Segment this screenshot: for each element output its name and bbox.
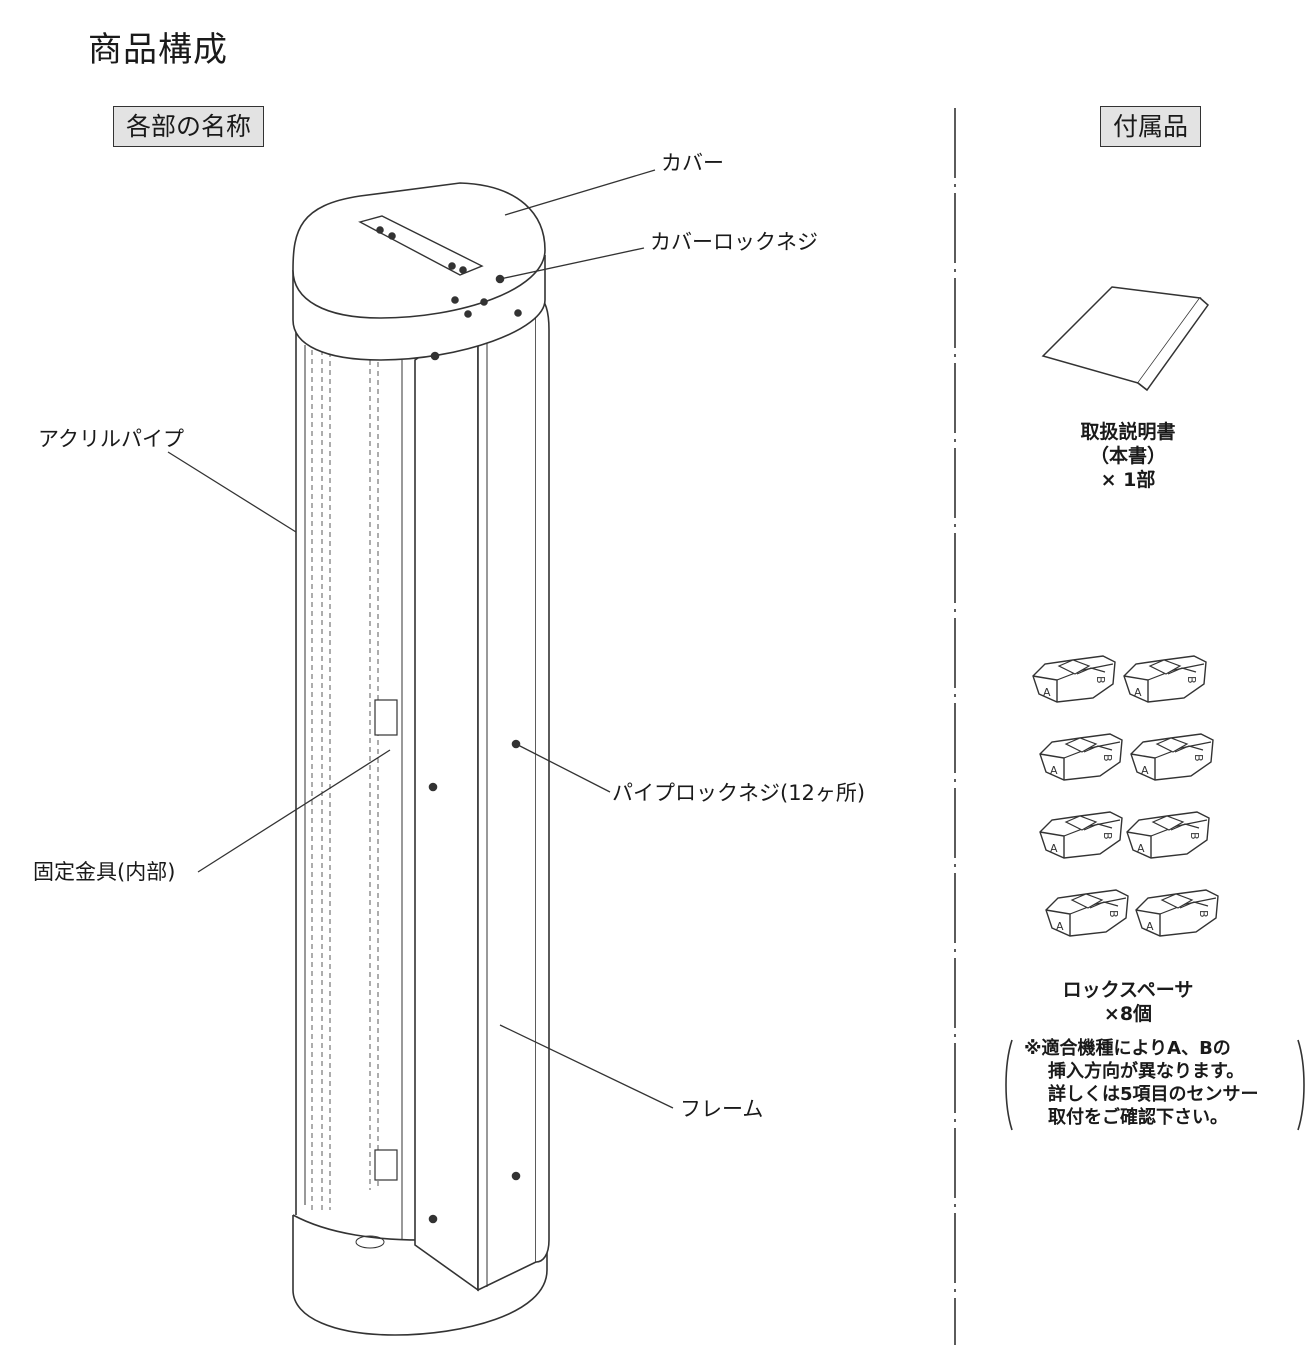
page-title: 商品構成: [88, 30, 228, 70]
label-fixing-bracket: 固定金具(内部): [33, 860, 176, 884]
note-bracket-left: [1005, 1039, 1013, 1131]
section-label-parts: 各部の名称: [113, 106, 265, 147]
label-cover: カバー: [661, 151, 724, 175]
label-pipe-lock-screw: パイプロックネジ(12ヶ所): [612, 781, 866, 805]
label-cover-lock-screw: カバーロックネジ: [650, 230, 818, 254]
note-line: ※適合機種によりA、Bの: [1024, 1038, 1231, 1059]
manual-sub: （本書）: [1089, 445, 1166, 467]
spacer-note: ※適合機種によりA、Bの 挿入方向が異なります。 詳しくは5項目のセンサー 取付…: [1024, 1037, 1304, 1129]
manual-caption: 取扱説明書 （本書） × 1部: [1050, 420, 1206, 492]
spacer-name: ロックスペーサ: [1062, 979, 1194, 1001]
leader-lines: [167, 169, 674, 1109]
spacer-icons: [1032, 655, 1219, 937]
note-line: 取付をご確認下さい。: [1048, 1107, 1228, 1128]
note-line: 挿入方向が異なります。: [1048, 1061, 1245, 1082]
manual-qty: × 1部: [1100, 469, 1156, 491]
spacer-caption: ロックスペーサ ×8個: [1050, 978, 1206, 1026]
spacer-qty: ×8個: [1103, 1003, 1153, 1025]
manual-name: 取扱説明書: [1080, 421, 1176, 443]
note-bracket-right: [1297, 1039, 1305, 1131]
note-line: 詳しくは5項目のセンサー: [1048, 1084, 1259, 1105]
manual-icon: [1041, 286, 1210, 392]
label-acrylic-pipe: アクリルパイプ: [38, 427, 184, 451]
label-frame: フレーム: [680, 1097, 764, 1121]
section-label-accessories: 付属品: [1100, 106, 1202, 147]
tower-illustration: [292, 182, 550, 1336]
